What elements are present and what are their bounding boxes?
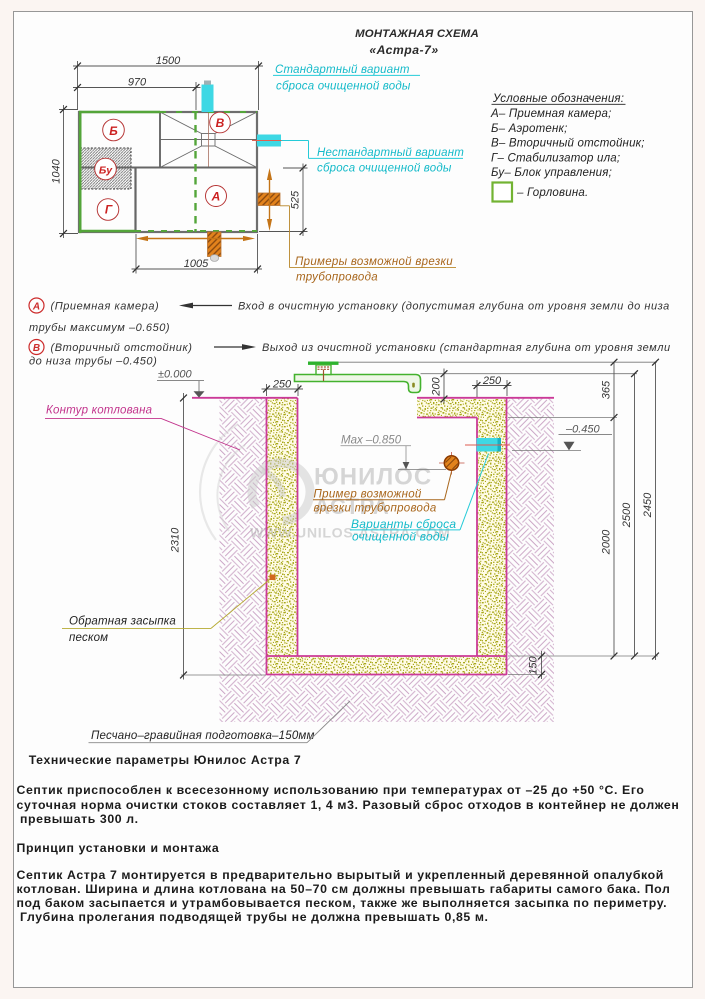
- svg-text:Нестандартный вариант: Нестандартный вариант: [317, 147, 464, 159]
- svg-text:±0.000: ±0.000: [158, 369, 192, 381]
- svg-text:врезки трубопровода: врезки трубопровода: [314, 503, 437, 515]
- svg-text:трубопровода: трубопровода: [296, 272, 378, 284]
- svg-text:МОНТАЖНАЯ СХЕМА: МОНТАЖНАЯ СХЕМА: [355, 28, 479, 40]
- svg-text:2500: 2500: [621, 502, 633, 528]
- svg-text:Стандартный вариант: Стандартный вариант: [275, 64, 410, 76]
- svg-text:Примеры возможной врезки: Примеры возможной врезки: [295, 256, 453, 268]
- svg-text:Б– Аэротенк;: Б– Аэротенк;: [491, 123, 568, 135]
- svg-text:(Приемная камера): (Приемная камера): [51, 301, 160, 313]
- svg-text:Г: Г: [105, 203, 113, 217]
- svg-text:Б: Б: [109, 124, 118, 138]
- svg-text:Г– Стабилизатор ила;: Г– Стабилизатор ила;: [491, 152, 620, 164]
- svg-text:до низа трубы –0.450): до низа трубы –0.450): [29, 356, 157, 368]
- svg-text:В: В: [33, 343, 40, 354]
- svg-text:– Горловина.: – Горловина.: [516, 187, 588, 199]
- svg-text:200: 200: [431, 376, 443, 396]
- svg-text:АСТРА: АСТРА: [314, 494, 389, 519]
- svg-text:Вход в очистную установку (доп: Вход в очистную установку (допустимая гл…: [238, 301, 670, 313]
- svg-text:2000: 2000: [601, 529, 613, 555]
- svg-text:А– Приемная камера;: А– Приемная камера;: [490, 108, 612, 120]
- svg-text:сброса очищенной воды: сброса очищенной воды: [276, 81, 411, 93]
- svg-text:А: А: [211, 190, 221, 204]
- svg-text:Условные обозначения:: Условные обозначения:: [492, 93, 624, 105]
- svg-text:А: А: [32, 302, 40, 313]
- svg-text:Контур котлована: Контур котлована: [46, 405, 152, 417]
- svg-text:В– Вторичный отстойник;: В– Вторичный отстойник;: [491, 138, 645, 150]
- svg-text:Выход из очистной установки (с: Выход из очистной установки (стандартная…: [262, 342, 671, 354]
- svg-text:365: 365: [601, 380, 613, 399]
- svg-text:150: 150: [528, 655, 540, 674]
- svg-text:песком: песком: [69, 632, 108, 644]
- svg-text:2310: 2310: [170, 527, 182, 553]
- svg-text:очищенной воды: очищенной воды: [352, 530, 449, 544]
- svg-text:трубы максимум –0.650): трубы максимум –0.650): [29, 322, 170, 334]
- svg-text:(Вторичный отстойник): (Вторичный отстойник): [51, 342, 193, 354]
- svg-text:Варианты сброса: Варианты сброса: [351, 517, 456, 531]
- svg-text:–0.450: –0.450: [565, 424, 601, 436]
- svg-text:1005: 1005: [184, 258, 209, 270]
- svg-text:Песчано–гравийная подготовка–1: Песчано–гравийная подготовка–150мм: [91, 730, 315, 742]
- svg-text:Бу– Блок управления;: Бу– Блок управления;: [491, 167, 612, 179]
- svg-text:250: 250: [482, 375, 502, 387]
- svg-text:250: 250: [272, 379, 292, 391]
- svg-text:ЮНИЛОС: ЮНИЛОС: [314, 464, 432, 491]
- svg-text:970: 970: [128, 77, 147, 89]
- svg-text:Пример возможной: Пример возможной: [314, 489, 422, 501]
- svg-text:Обратная засыпка: Обратная засыпка: [69, 616, 176, 628]
- svg-text:1040: 1040: [51, 158, 63, 183]
- svg-text:1500: 1500: [156, 55, 181, 67]
- svg-text:Бу: Бу: [99, 165, 113, 177]
- svg-text:В: В: [216, 116, 225, 130]
- svg-text:«Астра-7»: «Астра-7»: [369, 43, 438, 57]
- svg-text:525: 525: [290, 190, 302, 209]
- svg-text:сброса очищенной воды: сброса очищенной воды: [317, 163, 452, 175]
- svg-text:Max –0.850: Max –0.850: [341, 435, 402, 447]
- svg-text:2450: 2450: [642, 492, 654, 518]
